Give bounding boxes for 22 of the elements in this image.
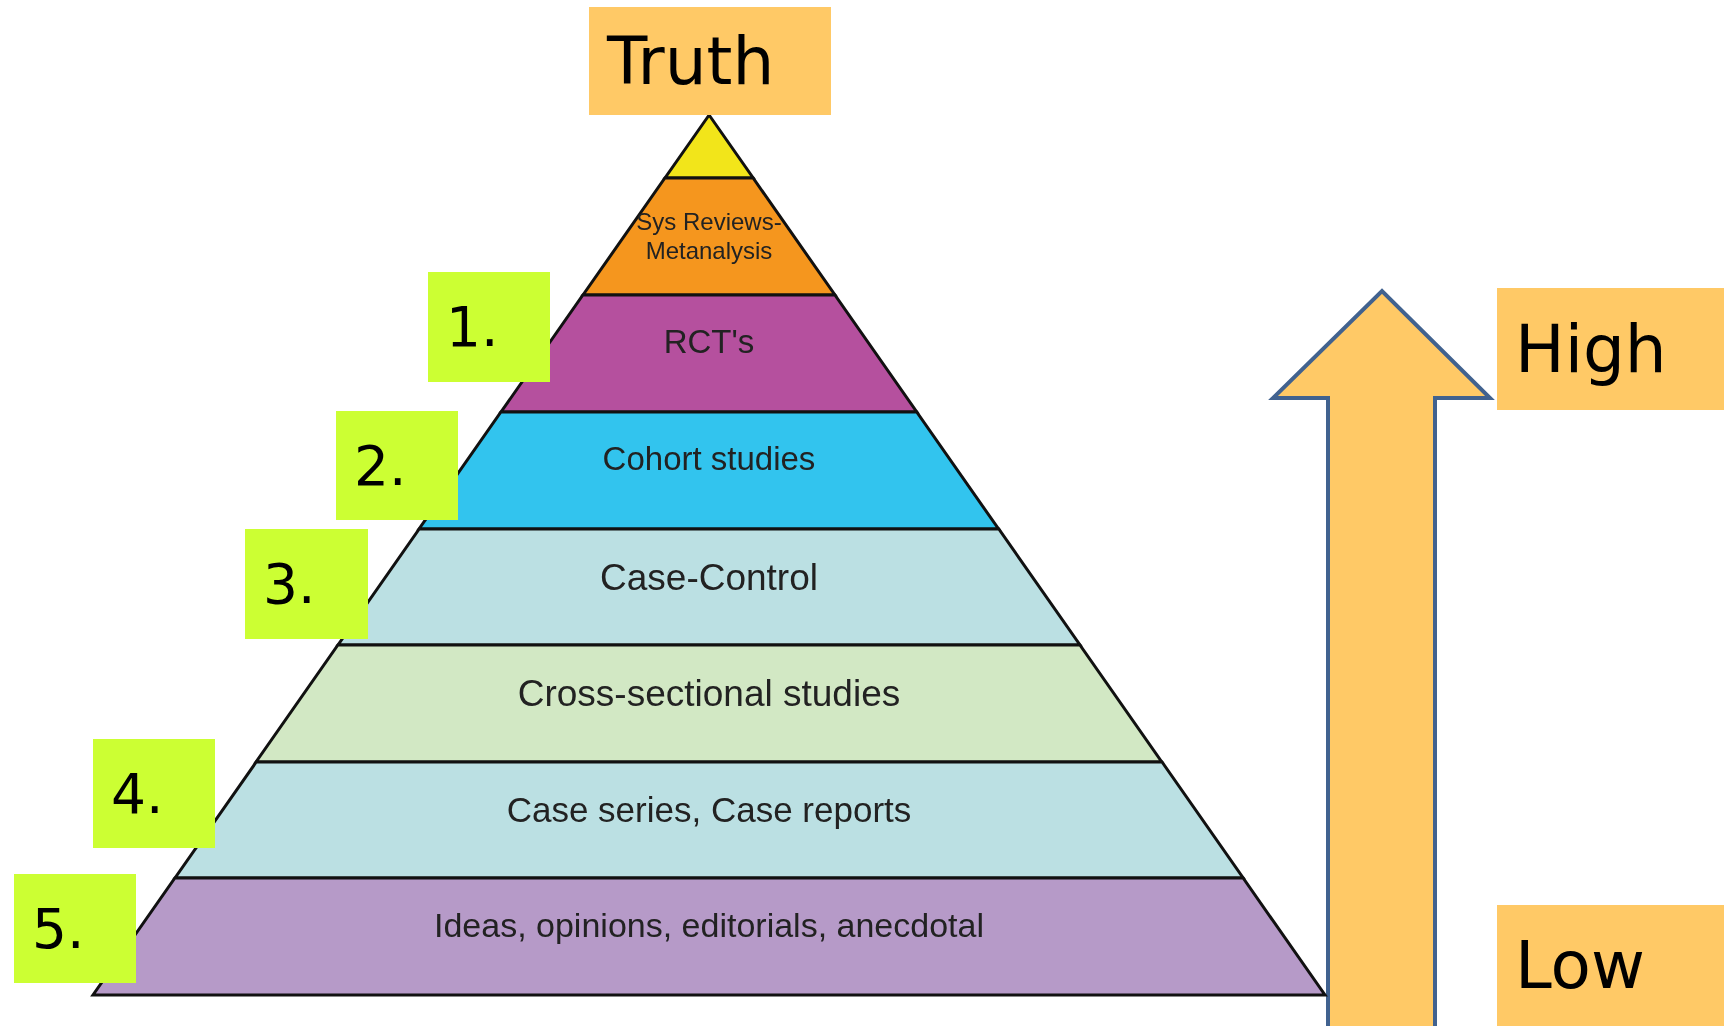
level-label: Cross-sectional studies [516,673,902,715]
rank-number-box: 4. [93,739,215,848]
rank-number-box: 3. [245,529,368,639]
level-label: RCT's [662,323,756,361]
pyramid-band [93,878,1325,995]
pyramid-band [174,762,1244,878]
pyramid-band [583,178,835,295]
level-label: Case-Control [599,557,819,599]
level-label: Cohort studies [601,440,817,478]
pyramid-band [256,645,1162,762]
pyramid-band [419,412,999,529]
level-label: Ideas, opinions, editorials, anecdotal [433,906,985,945]
pyramid-band [501,295,917,412]
level-label: Sys Reviews- Metanalysis [635,208,783,266]
level-box: High [1497,288,1724,410]
level-box: Low [1497,905,1724,1026]
rank-number-box: 2. [336,411,458,520]
title-box: Truth [589,7,831,115]
level-label: Case series, Case reports [505,790,913,830]
pyramid-band [338,529,1080,645]
rank-number-box: 1. [428,272,550,382]
rank-number-box: 5. [14,874,136,983]
